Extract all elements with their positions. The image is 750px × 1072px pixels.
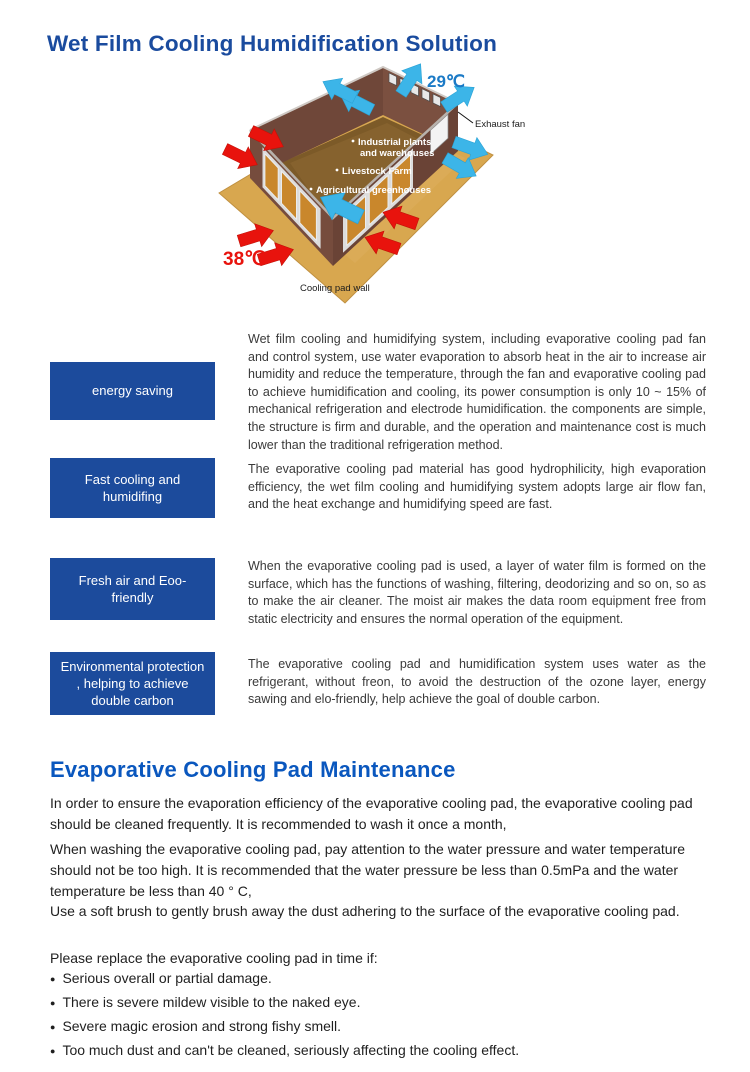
list-item-text: Severe magic erosion and strong fishy sm… [62,1018,342,1034]
hot-temperature-label: 38℃ [223,249,265,270]
list-item: ● Severe magic erosion and strong fishy … [50,1015,710,1039]
cold-temperature-label: 29℃ [427,72,465,91]
bullet-icon: ● [50,998,56,1008]
feature-badge-label: Fast cooling and humidifing [84,471,181,504]
replace-conditions-list: ● Serious overall or partial damage. ● T… [50,967,710,1063]
feature-badge-energy-saving: energy saving [50,362,215,420]
feature-badge-environmental: Environmental protection , helping to ac… [50,652,215,715]
bullet-icon: ● [50,974,56,984]
list-item: ● Too much dust and can't be cleaned, se… [50,1039,710,1063]
feature-badge-fresh-air: Fresh air and Eoo-friendly [50,558,215,620]
feature-badge-fast-cooling: Fast cooling and humidifing [50,458,215,518]
maintenance-paragraph: In order to ensure the evaporation effic… [50,795,693,832]
feature-description: The evaporative cooling pad and humidifi… [248,657,706,707]
feature-description: When the evaporative cooling pad is used… [248,559,706,626]
maintenance-paragraph: When washing the evaporative cooling pad… [50,841,686,899]
label-greenhouses: Agricultural greenhouses [316,185,431,196]
label-industrial-line2: and warehouses [360,148,434,159]
feature-badge-label: Fresh air and Eoo-friendly [78,572,187,605]
replace-intro: Please replace the evaporative cooling p… [50,950,378,966]
page-title: Wet Film Cooling Humidification Solution [47,31,498,56]
side-door [430,113,449,156]
section-title-maintenance: Evaporative Cooling Pad Maintenance [50,757,456,782]
exhaust-fan-label: Exhaust fan [475,119,525,130]
list-item: ● Serious overall or partial damage. [50,967,710,991]
feature-description: Wet film cooling and humidifying system,… [248,332,706,452]
list-item: ● There is severe mildew visible to the … [50,991,710,1015]
list-item-text: There is severe mildew visible to the na… [62,994,361,1010]
feature-description: The evaporative cooling pad material has… [248,462,706,512]
cooling-pad-wall-label: Cooling pad wall [300,283,370,294]
building-illustration: Industrial plants and warehouses Livesto… [218,63,525,304]
list-item-text: Too much dust and can't be cleaned, seri… [62,1042,520,1058]
list-item-text: Serious overall or partial damage. [62,970,272,986]
cooling-pads-left [262,147,321,249]
label-livestock: Livestock Farm [342,166,412,177]
cooling-system-diagram: Industrial plants and warehouses Livesto… [195,63,555,308]
feature-badge-label: energy saving [92,383,173,399]
interior-labels: Industrial plants and warehouses Livesto… [309,137,434,196]
label-industrial-line1: Industrial plants [358,137,431,148]
exhaust-fan-leader-line [457,111,474,124]
bullet-icon: ● [50,1046,56,1056]
bullet-icon: ● [50,1022,56,1032]
feature-badge-label: Environmental protection , helping to ac… [60,658,205,709]
maintenance-paragraph: Use a soft brush to gently brush away th… [50,903,680,919]
